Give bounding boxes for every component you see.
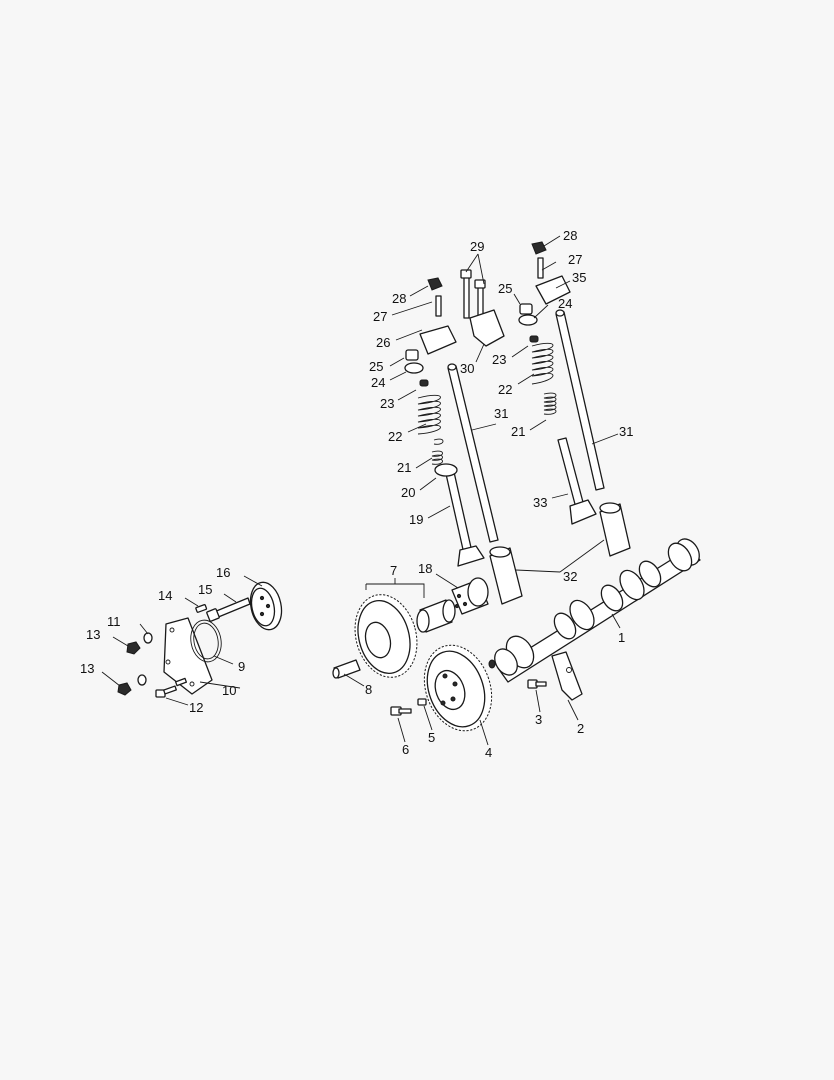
- nut-lower: [117, 682, 132, 696]
- callouts: 1 2 3 4 5 6 7 8 9 10 11 12 13 13 14 15 1…: [80, 228, 633, 760]
- keepers-left: [419, 379, 429, 387]
- callout-26: 26: [376, 335, 390, 350]
- rocker-pedestal: [469, 309, 505, 347]
- cover-plate: [163, 617, 213, 695]
- idler-hub: [451, 577, 489, 615]
- callout-30: 30: [460, 361, 474, 376]
- adjuster-screw-right: [537, 257, 544, 279]
- tappet-right: [599, 502, 631, 557]
- callout-10: 10: [222, 683, 236, 698]
- inner-spring-left: [431, 438, 444, 465]
- callout-27-left: 27: [373, 309, 387, 324]
- outer-spring-right: [531, 342, 554, 385]
- callout-25-right: 25: [498, 281, 512, 296]
- keepers-right: [529, 335, 539, 343]
- washer-lower: [137, 674, 147, 686]
- thrust-plate-screw: [527, 679, 547, 689]
- callout-35: 35: [572, 270, 586, 285]
- pushrod-left: [447, 363, 499, 543]
- callout-31-right: 31: [619, 424, 633, 439]
- callout-16: 16: [216, 565, 230, 580]
- idler-bushing: [416, 599, 456, 633]
- callout-5: 5: [428, 730, 435, 745]
- gear-washer: [417, 698, 427, 706]
- callout-14: 14: [158, 588, 172, 603]
- callout-24-left: 24: [371, 375, 385, 390]
- outer-spring-left: [417, 394, 441, 435]
- callout-19: 19: [409, 512, 423, 527]
- callout-13-upper: 13: [86, 627, 100, 642]
- tappet-left: [489, 546, 523, 605]
- valve-cap-left: [405, 349, 419, 361]
- callout-13-lower: 13: [80, 661, 94, 676]
- valve-cap-right: [519, 303, 533, 315]
- idler-gear: [354, 594, 418, 678]
- rocker-arm-right: [535, 275, 571, 305]
- callout-11: 11: [107, 614, 121, 629]
- pulley-flange: [249, 581, 283, 631]
- callout-21-right: 21: [511, 424, 525, 439]
- spring-cap-right: [518, 314, 538, 326]
- callout-6: 6: [402, 742, 409, 757]
- valve-washer-left: [434, 463, 458, 477]
- callout-4: 4: [485, 745, 492, 760]
- callout-23-left: 23: [380, 396, 394, 411]
- spring-cap-left: [404, 362, 424, 374]
- callout-23-right: 23: [492, 352, 506, 367]
- callout-22-right: 22: [498, 382, 512, 397]
- callout-7: 7: [390, 563, 397, 578]
- callout-31-left: 31: [494, 406, 508, 421]
- callout-12: 12: [189, 700, 203, 715]
- inner-spring-right: [543, 392, 557, 415]
- pedestal-bolts: [460, 269, 486, 329]
- long-bolt: [206, 597, 251, 622]
- callout-29: 29: [470, 239, 484, 254]
- callout-2: 2: [577, 721, 584, 736]
- callout-18: 18: [418, 561, 432, 576]
- callout-25-left: 25: [369, 359, 383, 374]
- callout-28-right: 28: [563, 228, 577, 243]
- callout-1: 1: [618, 630, 625, 645]
- callout-8: 8: [365, 682, 372, 697]
- callout-28-left: 28: [392, 291, 406, 306]
- small-stud: [195, 604, 208, 613]
- camshaft-gear: [423, 644, 493, 732]
- adjuster-screw-left: [435, 295, 442, 317]
- callout-24-right: 24: [558, 296, 572, 311]
- callout-20: 20: [401, 485, 415, 500]
- o-ring: [190, 619, 222, 663]
- callout-22-left: 22: [388, 429, 402, 444]
- callout-15: 15: [198, 582, 212, 597]
- camshaft: [488, 538, 701, 683]
- idler-shaft-pin: [332, 659, 361, 679]
- cover-bolt: [155, 677, 188, 698]
- callout-32: 32: [563, 569, 577, 584]
- callout-21-left: 21: [397, 460, 411, 475]
- nut-upper: [126, 641, 141, 655]
- adjuster-nut-right: [531, 241, 547, 255]
- gear-bolt: [390, 706, 412, 716]
- thrust-plate: [551, 651, 583, 701]
- washer-upper: [143, 632, 153, 644]
- callout-33: 33: [533, 495, 547, 510]
- rocker-arm-left: [419, 325, 457, 355]
- adjuster-nut-left: [427, 277, 443, 291]
- callout-27-right: 27: [568, 252, 582, 267]
- pushrod-right: [555, 309, 605, 491]
- exhaust-valve: [557, 437, 597, 525]
- callout-9: 9: [238, 659, 245, 674]
- callout-3: 3: [535, 712, 542, 727]
- leader-lines: [101, 235, 621, 746]
